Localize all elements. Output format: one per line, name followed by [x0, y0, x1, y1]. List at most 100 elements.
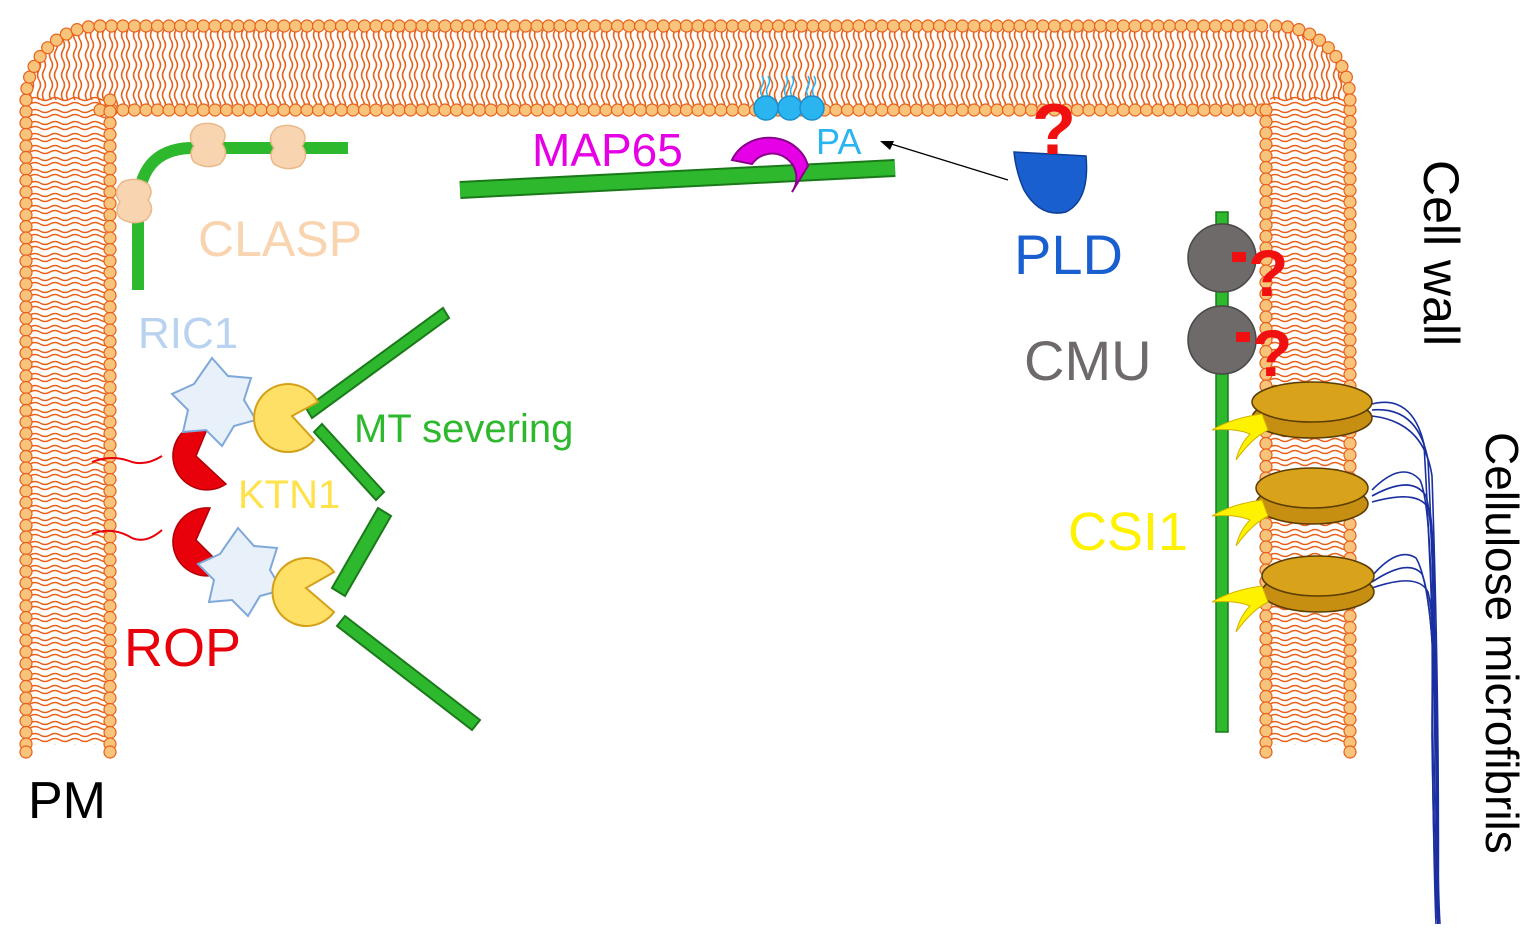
- lipid-head: [679, 19, 694, 33]
- lipid-head: [103, 518, 117, 533]
- label-rop: ROP: [124, 618, 241, 678]
- lipid-head: [1259, 218, 1273, 232]
- lipid-head: [103, 380, 117, 395]
- lipid-head: [357, 103, 372, 117]
- rop-anchor-tail: [91, 529, 163, 541]
- lipid-head: [19, 127, 33, 142]
- lipid-head: [103, 725, 117, 740]
- lipid-head: [19, 530, 33, 544]
- lipid-head: [139, 103, 153, 117]
- lipid-head: [300, 19, 314, 33]
- label-cell-wall: Cell wall: [1413, 160, 1469, 346]
- lipid-head: [81, 20, 96, 34]
- lipid-head: [334, 19, 349, 33]
- lipid-head: [967, 103, 981, 117]
- lipid-head: [1174, 103, 1188, 117]
- lipid-head: [426, 103, 441, 117]
- lipid-head: [1269, 19, 1283, 33]
- lipid-head: [103, 219, 117, 234]
- lipid-head: [645, 19, 659, 33]
- lipid-head: [103, 564, 117, 579]
- lipid-head: [898, 103, 912, 117]
- lipid-head: [1343, 252, 1357, 267]
- lipid-head: [19, 645, 33, 659]
- lipid-head: [19, 369, 33, 383]
- lipid-head: [70, 23, 84, 37]
- lipid-head: [1128, 19, 1142, 33]
- lipid-head: [1259, 540, 1273, 554]
- lipid-head: [19, 541, 33, 556]
- lipid-head: [1162, 19, 1177, 33]
- lipid-head: [1259, 655, 1273, 669]
- lipid-head: [103, 610, 117, 625]
- lipid-head: [1343, 609, 1357, 623]
- lipid-head: [357, 19, 372, 33]
- lipid-head: [783, 19, 797, 33]
- ktn1-protein: [253, 383, 320, 454]
- lipid-head: [41, 41, 55, 55]
- lipid-head: [852, 103, 866, 117]
- lipid-head: [103, 323, 117, 337]
- lipid-head: [196, 19, 211, 33]
- lipid-head: [19, 668, 33, 682]
- lipid-head: [1105, 19, 1119, 33]
- lipid-head: [103, 622, 117, 636]
- label-clasp: CLASP: [198, 211, 362, 267]
- lipid-head: [507, 19, 521, 33]
- lipid-head: [103, 150, 117, 165]
- ric1-protein: [196, 526, 284, 618]
- label-cellulose-microfibrils: Cellulose microfibrils: [1476, 432, 1528, 854]
- lipid-head: [19, 93, 33, 107]
- lipid-head: [19, 610, 33, 625]
- lipid-head: [1343, 195, 1357, 209]
- lipid-head: [103, 484, 117, 498]
- lipid-head: [103, 426, 117, 441]
- lipid-head: [27, 59, 41, 74]
- lipid-head: [1280, 20, 1295, 34]
- lipid-head: [530, 103, 544, 117]
- lipid-head: [150, 19, 165, 33]
- lipid-head: [19, 116, 33, 130]
- lipid-head: [380, 103, 395, 117]
- lipid-head: [19, 576, 33, 590]
- lipid-head: [1047, 19, 1062, 33]
- lipid-head: [909, 103, 924, 117]
- lipid-head: [863, 19, 878, 33]
- lipid-head: [829, 19, 843, 33]
- lipid-head: [1208, 103, 1223, 117]
- lipid-head: [300, 103, 314, 117]
- lipid-head: [1343, 459, 1357, 474]
- lipid-head: [1208, 19, 1223, 33]
- clasp-protein: [269, 124, 307, 170]
- lipid-head: [103, 541, 117, 556]
- lipid-head: [19, 185, 33, 199]
- lipid-head: [1259, 551, 1273, 566]
- csc-group: [1187, 211, 1441, 925]
- lipid-head: [403, 19, 418, 33]
- lipid-head: [737, 19, 751, 33]
- lipid-head: [1343, 666, 1357, 681]
- lipid-head: [438, 19, 452, 33]
- lipid-head: [898, 19, 912, 33]
- lipid-head: [484, 19, 498, 33]
- lipid-head: [103, 231, 117, 245]
- lipid-head: [219, 19, 234, 33]
- lipid-head: [553, 19, 567, 33]
- lipid-head: [403, 103, 418, 117]
- lipid-head: [1343, 678, 1357, 692]
- lipid-head: [19, 725, 33, 740]
- lipid-head: [103, 599, 117, 613]
- lipid-head: [955, 19, 970, 33]
- label-pm: PM: [28, 772, 106, 830]
- lipid-head: [1259, 678, 1273, 692]
- lipid-head: [1259, 103, 1273, 117]
- lipid-head: [1116, 103, 1131, 117]
- lipid-head: [103, 300, 117, 314]
- severed-microtubules: [304, 306, 482, 732]
- lipid-head: [656, 19, 671, 33]
- lipid-head: [1343, 620, 1357, 635]
- lipid-head: [576, 103, 590, 117]
- lipid-head: [265, 19, 280, 33]
- lipid-head: [103, 196, 117, 211]
- csi1-protein: [1211, 585, 1269, 633]
